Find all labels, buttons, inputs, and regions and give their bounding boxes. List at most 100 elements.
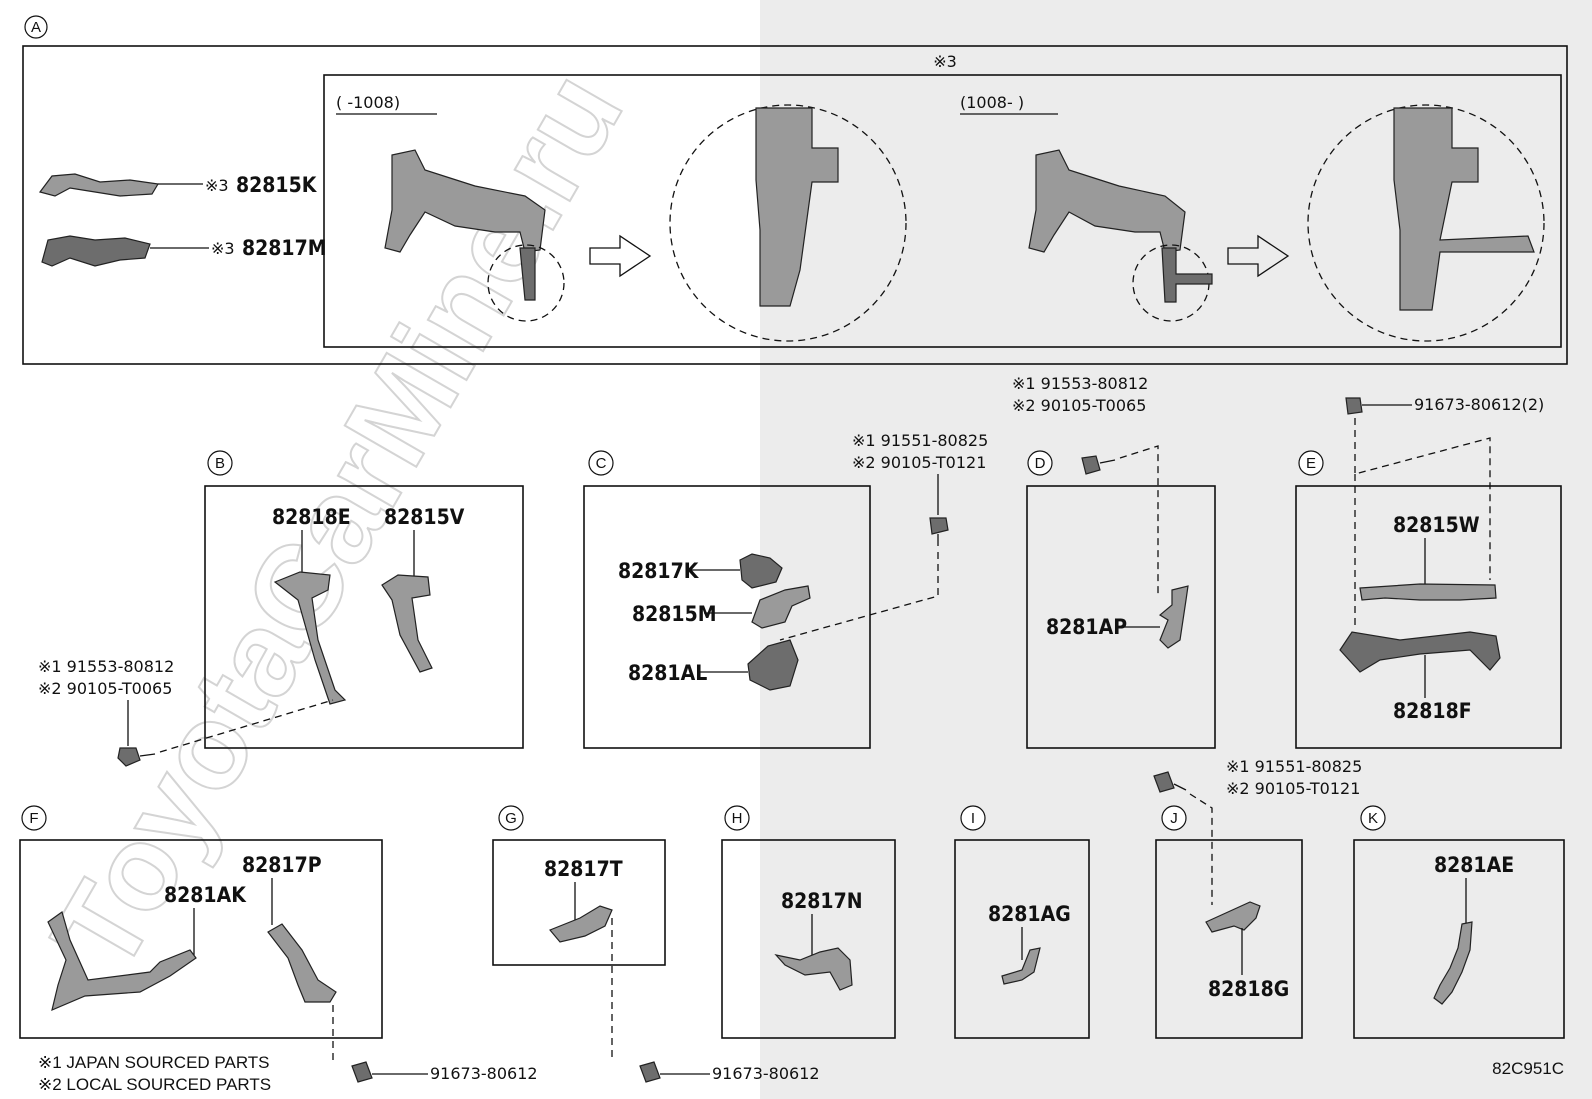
bolt-f-label: 91673-80612 bbox=[430, 1064, 538, 1083]
section-h-marker bbox=[724, 805, 750, 831]
part-8281AL-label: 8281AL bbox=[628, 661, 707, 685]
section-i: I 8281AG bbox=[954, 805, 1090, 1039]
arrow-before bbox=[589, 234, 652, 278]
section-e-letter: E bbox=[1306, 455, 1316, 472]
part-8281AE-label: 8281AE bbox=[1434, 853, 1514, 877]
section-g-frame bbox=[492, 839, 666, 966]
bolt-f-icon bbox=[351, 1061, 373, 1083]
detail-circle-before-small bbox=[487, 244, 565, 322]
part-82815M-label: 82815M bbox=[632, 602, 717, 626]
bolt-c-line1: ※1 91551-80825 bbox=[852, 431, 988, 450]
section-h-frame bbox=[721, 839, 896, 1039]
section-j-marker bbox=[1161, 805, 1187, 831]
part-8281AG-shape bbox=[1001, 947, 1041, 985]
part-82817K-shape bbox=[739, 553, 783, 589]
bracket-before-shape bbox=[384, 149, 546, 253]
section-d-letter: D bbox=[1035, 455, 1046, 472]
bolt-d-line1: ※1 91553-80812 bbox=[1012, 374, 1148, 393]
range-before-label: ( -1008) bbox=[336, 93, 400, 112]
part-8281AP-shape bbox=[1158, 585, 1189, 649]
section-e: E 91673-80612(2) 82815W 82818F bbox=[1295, 395, 1562, 749]
part-82817N-shape bbox=[774, 947, 853, 991]
section-b-marker bbox=[207, 450, 233, 476]
section-k-frame bbox=[1353, 839, 1565, 1039]
section-a-letter: A bbox=[31, 19, 41, 36]
section-f-marker bbox=[21, 805, 47, 831]
section-a: A ※3 ( -1008) (1008- ) ※3 82815K ※3 8281… bbox=[22, 15, 1568, 365]
part-8281AG-label: 8281AG bbox=[988, 902, 1071, 926]
section-c-frame bbox=[583, 485, 871, 749]
section-g-marker bbox=[498, 805, 524, 831]
part-82818G-shape bbox=[1205, 901, 1261, 933]
section-f-letter: F bbox=[29, 810, 38, 827]
part-82817T-label: 82817T bbox=[544, 857, 623, 881]
section-h-letter: H bbox=[732, 810, 743, 827]
part-82817T-shape bbox=[549, 905, 613, 943]
section-j-frame bbox=[1155, 839, 1303, 1039]
bolt-d-shaft bbox=[1099, 459, 1116, 464]
part-82815V-shape bbox=[381, 574, 433, 673]
part-82815K-shape bbox=[38, 173, 159, 197]
section-b-frame bbox=[204, 485, 524, 749]
bracket-after-detail bbox=[1161, 247, 1213, 303]
bracket-after-zoom bbox=[1393, 107, 1535, 311]
bolt-g-label: 91673-80612 bbox=[712, 1064, 820, 1083]
section-a-frame bbox=[22, 45, 1568, 365]
part-82817P-shape bbox=[267, 923, 337, 1003]
section-i-frame bbox=[954, 839, 1090, 1039]
part-8281AE-shape bbox=[1433, 921, 1473, 1005]
section-j: J ※1 91551-80825 ※2 90105-T0121 82818G bbox=[1153, 757, 1362, 1039]
section-d: D ※1 91553-80812 ※2 90105-T0065 8281AP bbox=[1012, 374, 1216, 749]
part-82817K-label: 82817K bbox=[618, 559, 700, 583]
section-c: C 82817K 82815M 8281AL ※1 91551-80825 ※2… bbox=[583, 431, 988, 749]
section-e-marker bbox=[1298, 450, 1324, 476]
part-82818F-label: 82818F bbox=[1393, 699, 1472, 723]
section-d-frame bbox=[1026, 485, 1216, 749]
bolt-g-icon bbox=[639, 1061, 661, 1083]
section-h: H 82817N bbox=[721, 805, 896, 1039]
bolt-e-icon bbox=[1345, 397, 1363, 415]
section-e-frame bbox=[1295, 485, 1562, 749]
legend-japan-sourced: ※1 JAPAN SOURCED PARTS bbox=[38, 1053, 270, 1072]
dash-bolt-b bbox=[159, 699, 334, 753]
section-c-letter: C bbox=[596, 455, 607, 472]
bolt-c-icon bbox=[929, 517, 949, 535]
part-82815K-label: 82815K bbox=[236, 173, 318, 197]
section-k: K 8281AE bbox=[1353, 805, 1565, 1039]
detail-circle-after-large bbox=[1307, 104, 1545, 342]
detail-circle-before-large bbox=[669, 104, 907, 342]
section-f-frame bbox=[19, 839, 383, 1039]
bolt-b-icon bbox=[117, 747, 141, 767]
part-82817M-label: 82817M bbox=[242, 236, 327, 260]
bolt-j-shaft bbox=[1173, 783, 1187, 791]
arrow-after bbox=[1227, 234, 1290, 278]
bolt-b-line1: ※1 91553-80812 bbox=[38, 657, 174, 676]
section-i-marker bbox=[960, 805, 986, 831]
part-82815M-shape bbox=[751, 585, 811, 629]
dash-bolt-c bbox=[779, 552, 939, 641]
dash-bolt-d bbox=[1119, 445, 1159, 598]
section-a-marker bbox=[24, 15, 48, 39]
part-82818E-shape bbox=[273, 571, 347, 705]
section-k-marker bbox=[1360, 805, 1386, 831]
section-b: B 82818E 82815V ※1 91553-80812 ※2 90105-… bbox=[38, 450, 524, 767]
section-g: G 82817T 91673-80612 bbox=[492, 805, 820, 1083]
section-i-letter: I bbox=[971, 810, 975, 827]
part-82815K-note: ※3 bbox=[205, 176, 229, 195]
part-82818G-label: 82818G bbox=[1208, 977, 1289, 1001]
diagram-code: 82C951C bbox=[1492, 1059, 1564, 1078]
bolt-c-line2: ※2 90105-T0121 bbox=[852, 453, 986, 472]
part-8281AP-label: 8281AP bbox=[1046, 615, 1127, 639]
bracket-before-detail bbox=[519, 247, 536, 301]
bolt-e-label: 91673-80612(2) bbox=[1414, 395, 1544, 414]
part-82817M-note: ※3 bbox=[211, 239, 235, 258]
bolt-j-line1: ※1 91551-80825 bbox=[1226, 757, 1362, 776]
part-82818F-shape bbox=[1339, 631, 1501, 673]
section-c-marker bbox=[588, 450, 614, 476]
bracket-after-shape bbox=[1028, 149, 1186, 253]
dash-bolt-j bbox=[1189, 793, 1213, 905]
section-k-letter: K bbox=[1368, 810, 1378, 827]
bracket-before-zoom bbox=[755, 107, 839, 307]
bolt-b-shaft bbox=[139, 753, 156, 757]
